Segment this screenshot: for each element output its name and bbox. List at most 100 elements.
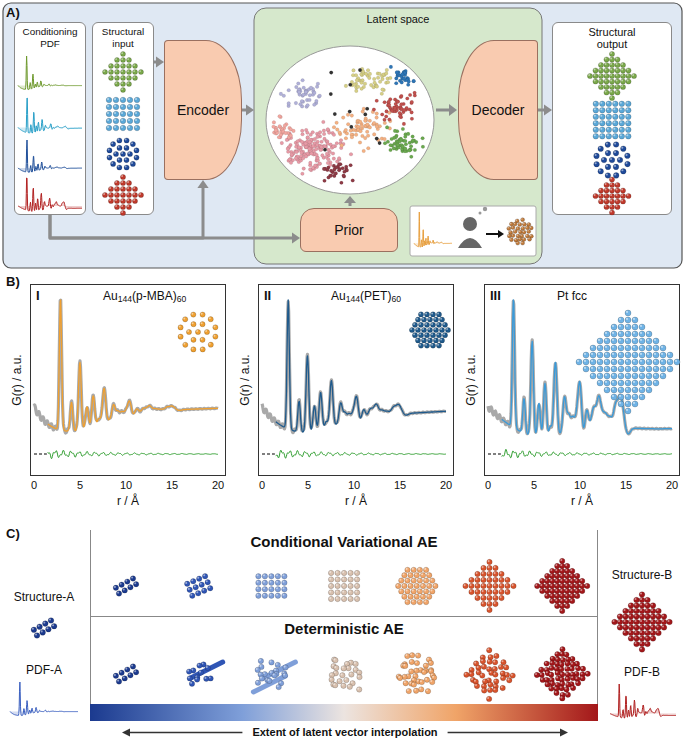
atom-highlight (342, 578, 344, 580)
atom-highlight (336, 571, 338, 573)
background-illustration (10, 592, 676, 737)
atom (417, 567, 422, 572)
atom (653, 345, 659, 351)
atom (354, 590, 359, 595)
atom-highlight (550, 574, 552, 576)
atom (645, 625, 651, 631)
atom (469, 589, 474, 594)
atom (583, 359, 589, 365)
atom-highlight (336, 597, 338, 599)
atom (609, 177, 614, 182)
difference-curve (502, 449, 672, 457)
atom (51, 623, 57, 629)
atom-highlight (128, 126, 130, 128)
atom-highlight (632, 74, 634, 76)
atom (604, 204, 609, 209)
latent-point (295, 150, 299, 154)
atom (604, 338, 610, 344)
atom-highlight (645, 609, 647, 611)
atom (414, 573, 419, 578)
decoder-block: Decoder (458, 40, 538, 180)
atom-highlight (133, 70, 135, 72)
latent-point (326, 128, 330, 132)
atom (615, 204, 620, 209)
atom-highlight (619, 395, 621, 397)
atom (107, 155, 112, 160)
atom (487, 559, 492, 564)
latent-point (333, 168, 337, 172)
atom-highlight (521, 218, 523, 220)
atom-highlight (107, 126, 109, 128)
atom-highlight (425, 344, 427, 346)
atom (639, 359, 645, 365)
atom-highlight (656, 631, 658, 633)
atom-highlight (626, 115, 628, 117)
atom (560, 573, 565, 578)
latent-point (398, 111, 402, 115)
atom-highlight (511, 234, 513, 236)
latent-point (342, 174, 346, 178)
atom-highlight (555, 579, 557, 581)
atom-highlight (488, 602, 490, 604)
latent-point (375, 85, 379, 89)
atom-highlight (329, 571, 331, 573)
atom (275, 580, 280, 585)
atom (615, 68, 620, 73)
latent-point (329, 71, 333, 75)
block-label: Decoder (472, 102, 525, 118)
atom (411, 578, 416, 583)
atom-highlight (109, 64, 111, 66)
atom-highlight (115, 199, 117, 201)
atom-highlight (121, 205, 123, 207)
baseline (488, 453, 501, 454)
interpolation-arrowhead (560, 729, 568, 737)
atom (620, 199, 625, 204)
atom-highlight (523, 223, 525, 225)
baseline (34, 453, 47, 454)
atom-highlight (355, 584, 357, 586)
atom-highlight (610, 96, 612, 98)
atom-highlight (402, 595, 404, 597)
atom (256, 593, 261, 598)
atom-highlight (629, 636, 631, 638)
atom-highlight (109, 193, 111, 195)
atom (106, 111, 112, 117)
illustration-group (587, 51, 636, 215)
latent-point (375, 116, 379, 120)
atom (402, 594, 407, 599)
atom (417, 578, 422, 583)
atom (598, 79, 603, 84)
panel-numeral: II (264, 288, 271, 303)
atom (598, 199, 603, 204)
atom-highlight (640, 598, 642, 600)
latent-point (384, 72, 388, 76)
atom (442, 322, 447, 327)
atom-highlight (530, 235, 532, 237)
atom (645, 619, 651, 625)
atom-highlight (647, 346, 649, 348)
atom-highlight (633, 332, 635, 334)
atom (555, 563, 560, 568)
latent-point (331, 152, 335, 156)
atom (200, 337, 205, 342)
atom-highlight (127, 82, 129, 84)
atom-highlight (634, 625, 636, 627)
atom (660, 373, 666, 379)
atom (133, 64, 138, 69)
latent-point (329, 174, 333, 178)
latent-point (295, 85, 299, 89)
latent-point (294, 156, 298, 160)
atom (609, 210, 614, 215)
latent-point (409, 148, 413, 152)
compound-label: Au144(p-MBA)60 (103, 289, 186, 303)
atom-highlight (626, 134, 628, 136)
atom (634, 636, 640, 642)
atom (601, 157, 607, 163)
atom-highlight (508, 234, 510, 236)
atom-highlight (610, 74, 612, 76)
atom-highlight (413, 333, 415, 335)
atom-highlight (610, 200, 612, 202)
atom (598, 193, 603, 198)
atom-highlight (276, 587, 278, 589)
atom-highlight (619, 388, 621, 390)
